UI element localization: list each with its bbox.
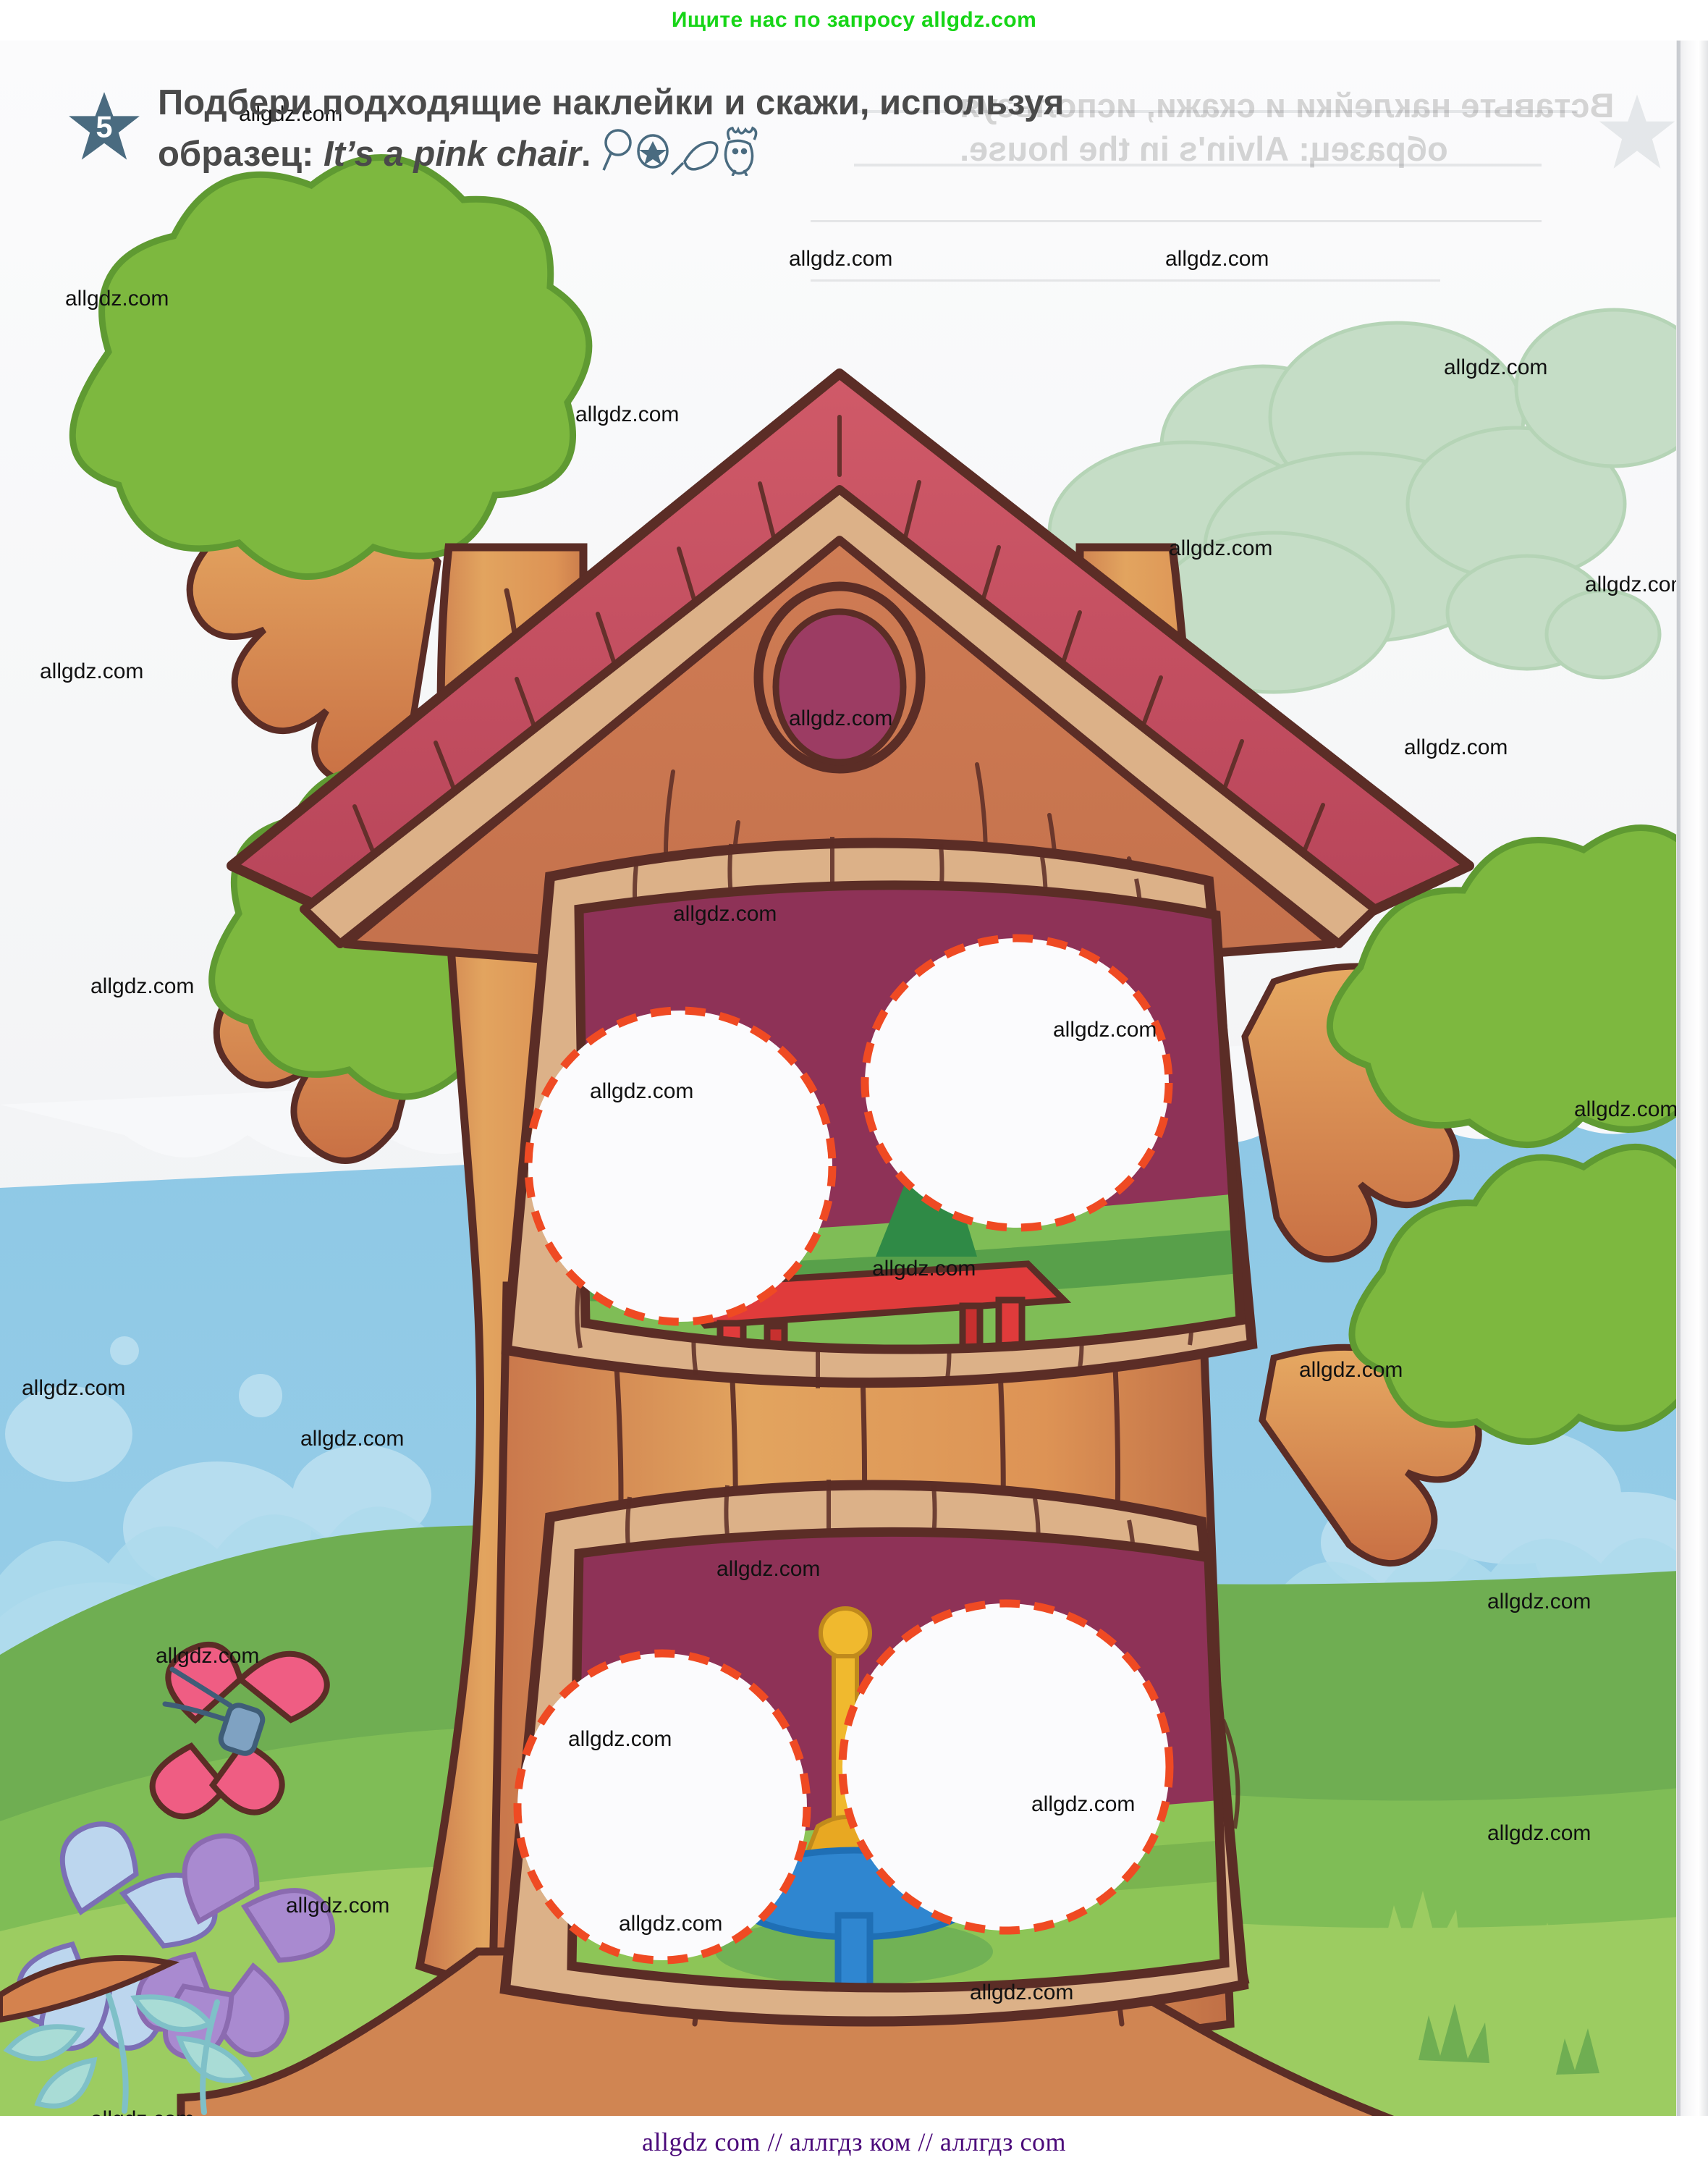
chick-icon [724,126,758,177]
workbook-page: Вставьте наклейки и скажи, используя обр… [0,41,1708,2116]
watermark: allgdz.com [22,1376,126,1400]
watermark: allgdz.com [789,247,893,271]
watermark: allgdz.com [90,2107,194,2116]
exercise-example: It’s a pink chair [324,135,581,174]
watermark: allgdz.com [716,1557,821,1581]
watermark: allgdz.com [65,287,169,311]
watermark: allgdz.com [673,902,777,926]
exercise-number: 5 [96,109,112,143]
treehouse-illustration [0,154,1679,2116]
watermark: allgdz.com [1031,1792,1136,1816]
site-banner: Ищите нас по запросу allgdz.com [0,0,1708,41]
exercise-line-2-suffix: . [580,135,591,174]
watermark: allgdz.com [872,1257,976,1281]
magnifier-icon [602,129,633,171]
sticker-star-icon [637,134,669,169]
watermark: allgdz.com [590,1079,694,1103]
exercise-number-star-icon: 5 [69,92,140,160]
watermark: allgdz.com [568,1727,672,1751]
footer-text: allgdz com // аллгдз ком // аллгдз com [641,2127,1067,2156]
page-spine-shadow [1677,41,1680,2116]
banner-text: Ищите нас по запросу allgdz.com [671,8,1037,32]
watermark: allgdz.com [239,102,343,126]
watermark: allgdz.com [970,1981,1074,2004]
exercise-line-2-prefix: образец: [158,135,324,174]
watermark: allgdz.com [789,707,893,730]
watermark: allgdz.com [1404,735,1508,759]
site-footer: allgdz com // аллгдз ком // аллгдз com [0,2116,1708,2168]
exercise-icon-row [602,126,758,177]
exercise-line-1: Подбери подходящие наклейки и скажи, исп… [158,83,1065,122]
watermark: allgdz.com [1574,1097,1678,1121]
watermark: allgdz.com [575,402,680,426]
watermark: allgdz.com [90,974,195,998]
watermark: allgdz.com [156,1644,260,1668]
watermark: allgdz.com [40,659,144,683]
watermark: allgdz.com [619,1912,723,1936]
watermark: allgdz.com [1053,1018,1157,1042]
watermark: allgdz.com [1169,536,1273,560]
watermark: allgdz.com [1165,247,1269,271]
exercise-line-2: образец: It’s a pink chair. [158,125,1064,187]
watermark: allgdz.com [1487,1590,1591,1614]
watermark: allgdz.com [286,1894,390,1918]
show-through-star-icon [1599,94,1675,169]
page-edge [1676,41,1708,2116]
watermark: allgdz.com [1585,573,1689,596]
watermark: allgdz.com [1444,355,1548,379]
watermark: allgdz.com [300,1427,405,1451]
exercise-header: 5 Подбери подходящие наклейки и скажи, и… [65,80,1064,187]
brush-icon [671,141,719,176]
watermark: allgdz.com [1299,1358,1403,1382]
watermark: allgdz.com [1487,1821,1591,1845]
